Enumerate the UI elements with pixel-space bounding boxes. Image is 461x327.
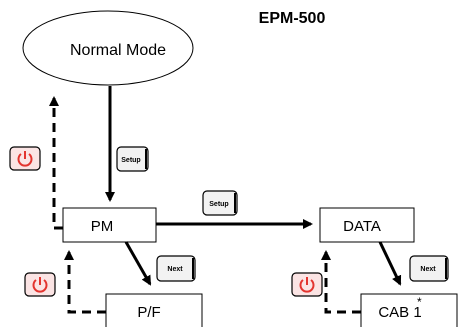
setup-button-1: Setup [116, 146, 149, 172]
diagram-title: EPM-500 [259, 10, 326, 27]
arrow-data-to-cab1 [378, 241, 402, 286]
data-label: DATA [343, 218, 381, 235]
next-button-2-label: Next [420, 266, 436, 273]
dashed-return-pm-to-normal [49, 96, 63, 230]
next-button-1: Next [156, 255, 196, 282]
pf-label: P/F [137, 304, 160, 321]
pm-node: PM [62, 207, 157, 243]
data-node: DATA [319, 207, 415, 243]
arrow-pm-to-pf [124, 241, 152, 286]
cab1-node: CAB 1 * [360, 293, 458, 327]
normal-mode-label: Normal Mode [70, 42, 166, 59]
normal-mode-node: Normal Mode [22, 10, 194, 86]
power-icon [24, 272, 56, 297]
next-button-2: Next [409, 255, 449, 282]
dashed-return-cab1-to-data [321, 250, 361, 314]
setup-button-2: Setup [202, 190, 238, 216]
power-icon [9, 146, 41, 171]
setup-button-2-label: Setup [209, 201, 228, 208]
dashed-return-pf-to-pm [64, 250, 106, 314]
pf-node: P/F [105, 293, 203, 327]
cab1-footnote-mark: * [417, 295, 422, 309]
cab1-label: CAB 1 [378, 304, 421, 321]
next-button-1-label: Next [167, 266, 183, 273]
power-icon [291, 272, 323, 297]
pm-label: PM [91, 218, 114, 235]
setup-button-1-label: Setup [121, 157, 140, 164]
